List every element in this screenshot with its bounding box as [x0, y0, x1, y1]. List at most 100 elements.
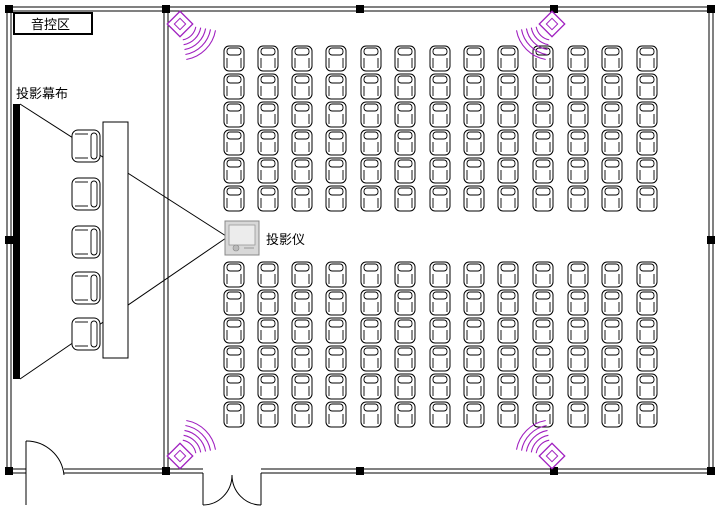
chair-icon: [360, 157, 382, 184]
door-left-swing: [25, 440, 65, 476]
chair-icon: [291, 129, 313, 156]
chair-icon: [257, 373, 279, 400]
chair-icon: [291, 401, 313, 428]
chair-icon: [636, 317, 658, 344]
chair-icon: [429, 101, 451, 128]
chair-icon: [394, 185, 416, 212]
chair-icon: [360, 261, 382, 288]
chair-icon: [532, 185, 554, 212]
chair-icon: [257, 317, 279, 344]
chair-icon: [463, 73, 485, 100]
chair-icon: [223, 185, 245, 212]
chair-icon: [360, 373, 382, 400]
wall-posts: [5, 5, 715, 475]
chair-icon: [497, 373, 519, 400]
chair-icon: [463, 101, 485, 128]
chair-icon: [429, 345, 451, 372]
chair-icon: [601, 289, 623, 316]
chair-icon: [532, 401, 554, 428]
chair-icon: [601, 373, 623, 400]
chair-icon: [636, 157, 658, 184]
chair-icon: [394, 45, 416, 72]
chair-icon: [223, 45, 245, 72]
chair-icon: [223, 73, 245, 100]
chair-icon: [636, 185, 658, 212]
chair-icon: [429, 289, 451, 316]
stage-table: [102, 121, 129, 359]
speaker-icon: [515, 10, 566, 61]
chair-icon: [429, 129, 451, 156]
projection-screen: 投影幕布: [13, 86, 68, 379]
chair-icon: [257, 261, 279, 288]
chair-icon: [257, 289, 279, 316]
chair-icon: [497, 289, 519, 316]
chair-icon: [601, 317, 623, 344]
chair-icon: [497, 101, 519, 128]
chair-icon: [532, 289, 554, 316]
speaker-icon: [515, 419, 566, 470]
chair-icon: [636, 401, 658, 428]
chair-icon: [497, 129, 519, 156]
chair-icon: [463, 373, 485, 400]
chair-icon: [223, 373, 245, 400]
chair-icon: [532, 101, 554, 128]
chair-icon: [325, 261, 347, 288]
chair-icon: [291, 73, 313, 100]
chair-icon: [497, 261, 519, 288]
chair-icon: [567, 373, 589, 400]
chair-icon: [257, 157, 279, 184]
stage-chair-icon: [71, 271, 101, 305]
chair-icon: [567, 45, 589, 72]
chair-icon: [601, 345, 623, 372]
control-room: 音控区: [13, 12, 93, 35]
chair-icon: [463, 261, 485, 288]
speaker-icon: [166, 419, 217, 470]
chair-icon: [601, 101, 623, 128]
chair-icon: [360, 345, 382, 372]
chair-icon: [325, 157, 347, 184]
chair-icon: [429, 317, 451, 344]
projector-label: 投影仪: [266, 232, 305, 248]
stage-chair-icon: [71, 129, 101, 163]
chair-icon: [532, 261, 554, 288]
chair-icon: [567, 73, 589, 100]
stage-chair-icon: [71, 177, 101, 211]
chair-icon: [463, 401, 485, 428]
speakers: [166, 10, 566, 470]
chair-icon: [223, 401, 245, 428]
chair-icon: [394, 73, 416, 100]
chair-icon: [291, 345, 313, 372]
door-double-swing-left: [202, 474, 233, 506]
chair-icon: [223, 345, 245, 372]
chair-icon: [257, 45, 279, 72]
chair-icon: [567, 129, 589, 156]
chair-icon: [360, 101, 382, 128]
chair-icon: [532, 129, 554, 156]
chair-icon: [601, 129, 623, 156]
chair-icon: [325, 101, 347, 128]
chair-icon: [291, 373, 313, 400]
chair-icon: [532, 373, 554, 400]
chair-icon: [257, 73, 279, 100]
chair-icon: [325, 185, 347, 212]
chair-icon: [291, 185, 313, 212]
chair-icon: [497, 185, 519, 212]
chair-icon: [463, 317, 485, 344]
chair-icon: [360, 317, 382, 344]
chair-icon: [497, 157, 519, 184]
chair-icon: [394, 129, 416, 156]
chair-icon: [223, 289, 245, 316]
chair-icon: [532, 317, 554, 344]
chair-icon: [291, 317, 313, 344]
chair-icon: [429, 73, 451, 100]
screen-label: 投影幕布: [16, 86, 68, 102]
chair-icon: [601, 157, 623, 184]
chair-icon: [325, 73, 347, 100]
chair-icon: [532, 73, 554, 100]
chair-icon: [429, 185, 451, 212]
chair-icon: [567, 261, 589, 288]
chair-icon: [636, 101, 658, 128]
chair-icon: [394, 401, 416, 428]
chair-icon: [463, 185, 485, 212]
